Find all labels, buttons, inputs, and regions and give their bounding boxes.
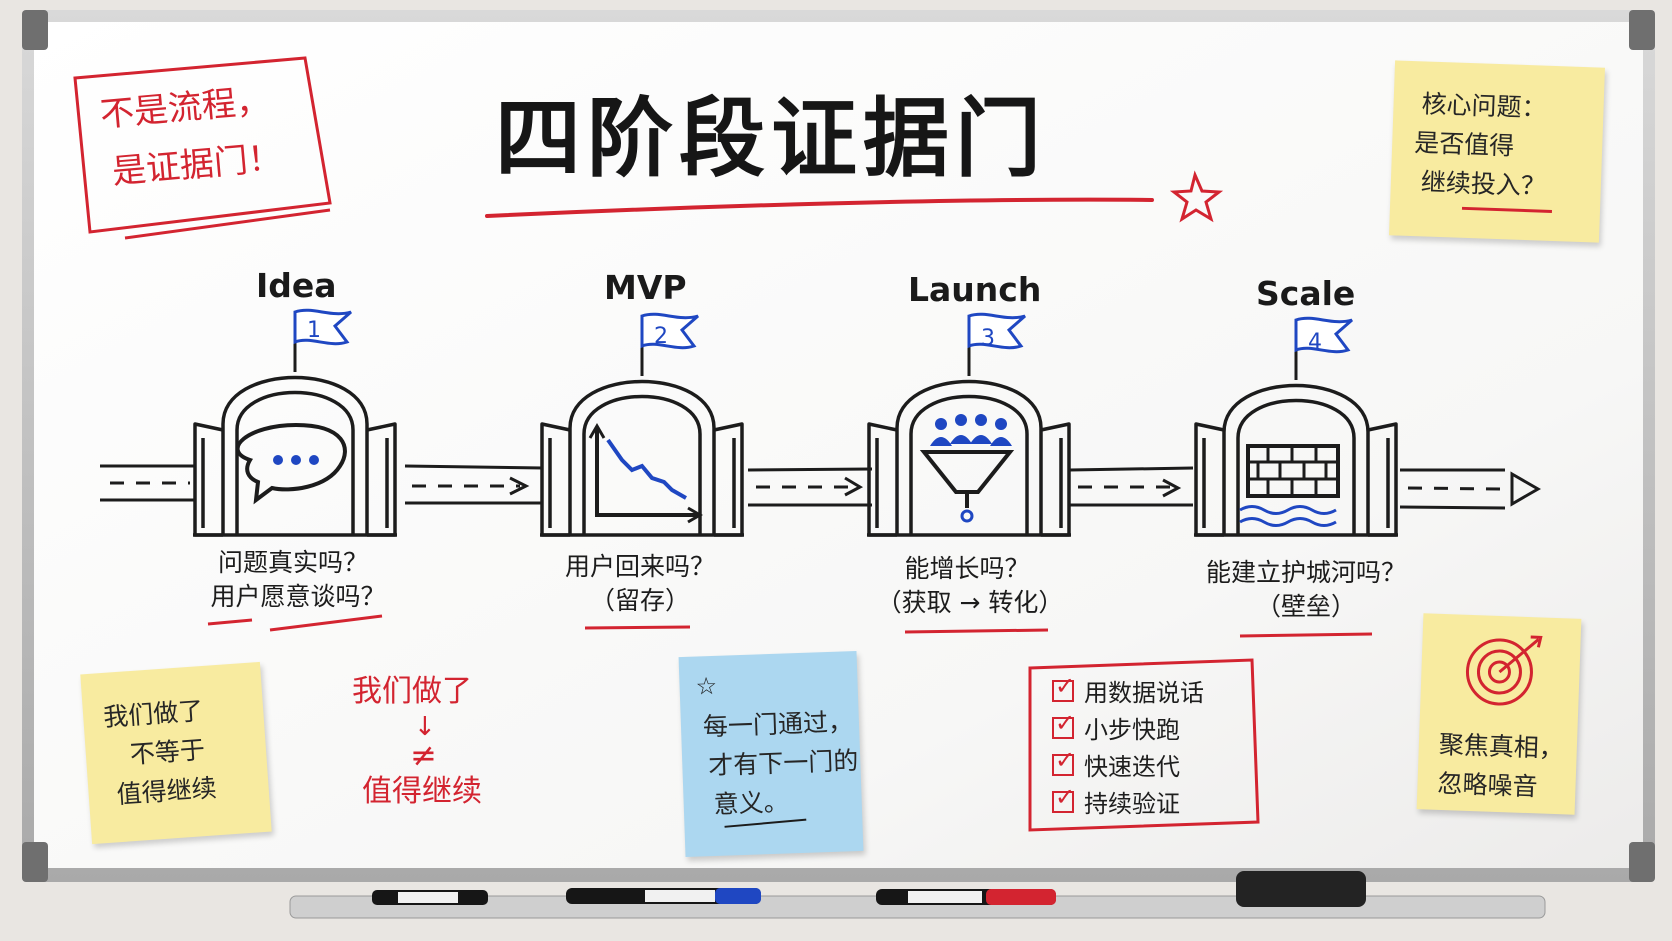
road-arrow	[509, 476, 530, 496]
gate-arch-outer	[895, 379, 1043, 535]
stage-label-launch: Launch	[908, 270, 1042, 309]
flag-number-1: 1	[307, 318, 321, 343]
checklist-item: 持续验证	[1052, 783, 1204, 820]
speech-bubble-icon	[235, 422, 347, 505]
gate-arch-outer	[221, 375, 369, 535]
marker-red[interactable]	[876, 889, 1056, 905]
checkbox-icon	[1052, 709, 1075, 739]
frame-corner	[22, 10, 48, 50]
gate-arch-inner	[909, 394, 1029, 535]
sticky-note-done-not-worth: 我们做了 不等于 值得继续	[80, 661, 272, 845]
mvp-caption-line1: 用户回来吗？	[564, 552, 716, 581]
core-question-line3: 继续投入？	[1420, 166, 1547, 201]
idea-caption-line2: 用户愿意谈吗？	[210, 582, 386, 611]
board-title: 四阶段证据门	[495, 89, 1047, 189]
flag-number-2: 2	[654, 324, 668, 349]
gate-note-line1: 每一门通过，	[702, 707, 854, 742]
stage-label-scale: Scale	[1256, 274, 1356, 313]
sticky-note-core-question: 核心问题： 是否值得 继续投入？	[1389, 60, 1605, 243]
principles-checklist: 用数据说话 小步快跑 快速迭代 持续验证	[1052, 672, 1204, 820]
marker-blue[interactable]	[566, 888, 761, 904]
sticky-note-each-gate: ☆ 每一门通过， 才有下一门的 意义。	[678, 650, 864, 858]
flag-icon	[1294, 316, 1353, 354]
road-arrow	[1162, 478, 1182, 498]
star-icon	[1169, 170, 1224, 223]
scale-caption-line1: 能建立护城河吗？	[1205, 558, 1407, 587]
core-question-underline	[1461, 206, 1552, 213]
road-dashes	[110, 481, 1501, 491]
gate-arch-inner	[235, 390, 355, 535]
formula-arrow: ↓	[414, 712, 436, 742]
core-question-line2: 是否值得	[1413, 127, 1515, 161]
focus-note-line2: 忽略噪音	[1437, 768, 1539, 802]
marker-black[interactable]	[372, 890, 488, 905]
small-star-icon: ☆	[695, 671, 718, 701]
flag-number-4: 4	[1308, 330, 1322, 355]
scale-caption-line2: （壁垒）	[1255, 592, 1357, 621]
flag-icon	[293, 308, 352, 346]
corner-note-frame	[73, 56, 332, 234]
road-end-arrow	[1510, 471, 1542, 507]
formula-not-equal: ≠	[410, 736, 437, 774]
stage-label-idea: Idea	[256, 266, 337, 305]
checkbox-icon	[1052, 783, 1075, 813]
frame-corner	[1629, 842, 1655, 882]
frame-corner	[1629, 10, 1655, 50]
checkbox-icon	[1052, 672, 1075, 702]
stage-gate-mvp	[540, 312, 744, 537]
launch-caption-line2: （获取 → 转化）	[876, 588, 1064, 617]
flag-icon	[967, 312, 1026, 350]
corner-note-underline	[124, 208, 331, 240]
checklist-item: 快速迭代	[1052, 746, 1204, 783]
caption-underlines	[207, 614, 1373, 638]
checklist-frame	[1028, 658, 1260, 832]
checklist-item: 小步快跑	[1052, 709, 1204, 746]
title-underline	[485, 197, 1154, 218]
sticky-note-focus-truth: 聚焦真相， 忽略噪音	[1416, 613, 1582, 815]
gate-note-line3: 意义。	[713, 786, 790, 819]
formula-bottom: 值得继续	[362, 774, 482, 809]
frame-corner	[22, 842, 48, 882]
launch-caption-line1: 能增长吗？	[904, 554, 1030, 583]
stage-gate-scale	[1194, 316, 1398, 537]
gate-arch-outer	[568, 379, 716, 535]
stage-gate-launch	[867, 312, 1071, 537]
gate-arch-inner	[1236, 398, 1356, 535]
castle-moat-icon	[1239, 444, 1340, 527]
funnel-icon	[919, 414, 1015, 523]
retention-chart-icon	[588, 423, 703, 524]
flag-icon	[640, 312, 699, 350]
stage-label-mvp: MVP	[604, 268, 687, 307]
gate-note-line2: 才有下一门的	[707, 745, 859, 780]
target-icon	[1465, 635, 1543, 706]
gate-arch-inner	[582, 394, 702, 535]
focus-note-line1: 聚焦真相，	[1438, 729, 1565, 764]
formula-top: 我们做了	[352, 674, 472, 709]
core-question-line1: 核心问题：	[1421, 89, 1548, 123]
road	[100, 464, 1506, 510]
stage-gate-idea	[193, 308, 397, 537]
mvp-caption-line2: （留存）	[589, 586, 691, 615]
checklist-item: 用数据说话	[1052, 672, 1204, 709]
flag-number-3: 3	[981, 326, 995, 351]
eraser[interactable]	[1236, 871, 1366, 907]
checkbox-icon	[1052, 746, 1075, 776]
road-arrow	[844, 476, 864, 497]
idea-caption-line1: 问题真实吗？	[217, 548, 369, 577]
gate-arch-outer	[1222, 383, 1370, 535]
